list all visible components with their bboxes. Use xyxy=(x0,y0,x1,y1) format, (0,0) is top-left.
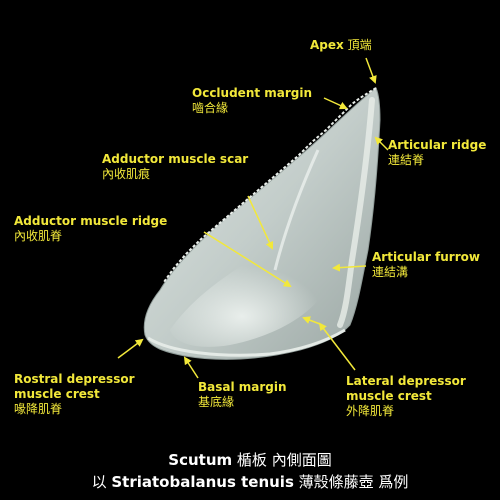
label-adductor-ridge: Adductor muscle ridge 內收肌脊 xyxy=(14,214,167,244)
label-articular-furrow-en: Articular furrow xyxy=(372,250,480,264)
label-articular-furrow-zh: 連結溝 xyxy=(372,265,409,279)
arrow-rostral-crest xyxy=(117,338,144,359)
label-occludent-margin: Occludent margin 嚙合緣 xyxy=(192,86,312,116)
label-rostral-crest: Rostral depressor muscle crest 喙降肌脊 xyxy=(14,372,135,417)
occludent-margin-edge xyxy=(163,87,377,283)
arrow-lateral-crest-1 xyxy=(318,322,356,371)
arrow-lateral-crest-2 xyxy=(302,316,321,325)
arrow-occludent-margin xyxy=(323,97,348,110)
label-lateral-crest-en2: muscle crest xyxy=(346,389,432,403)
label-articular-ridge-zh: 連結脊 xyxy=(388,153,425,167)
articular-ridge-shape xyxy=(337,97,375,328)
label-apex-zh: 頂端 xyxy=(347,38,372,52)
basal-margin-edge xyxy=(147,328,346,357)
arrow-apex xyxy=(365,57,377,84)
caption-line-1: Scutum 楯板 內側面圖 xyxy=(0,450,500,470)
label-rostral-crest-en2: muscle crest xyxy=(14,387,100,401)
label-adductor-ridge-en: Adductor muscle ridge xyxy=(14,214,168,228)
caption-species: Striatobalanus tenuis xyxy=(111,473,294,491)
label-lateral-crest-en1: Lateral depressor xyxy=(346,374,466,388)
label-apex: Apex 頂端 xyxy=(310,38,372,53)
arrow-basal-margin xyxy=(183,356,199,379)
pointer-arrows xyxy=(117,57,389,379)
shell-highlight xyxy=(170,245,330,347)
caption-line2-suffix: 薄殼條藤壺 爲例 xyxy=(293,473,409,491)
arrow-articular-ridge xyxy=(374,136,389,151)
label-basal-margin: Basal margin 基底緣 xyxy=(198,380,287,410)
label-occludent-margin-zh: 嚙合緣 xyxy=(192,101,229,115)
label-occludent-margin-en: Occludent margin xyxy=(192,86,313,100)
caption-line2-prefix: 以 xyxy=(91,473,112,491)
label-apex-en: Apex xyxy=(310,38,344,52)
caption-line1-rest: 楯板 內側面圖 xyxy=(232,451,332,469)
label-basal-margin-zh: 基底緣 xyxy=(198,395,235,409)
scutum-shell xyxy=(143,87,381,360)
arrow-adductor-ridge xyxy=(203,231,292,288)
label-adductor-ridge-zh: 內收肌脊 xyxy=(14,229,63,243)
label-articular-furrow: Articular furrow 連結溝 xyxy=(372,250,480,280)
label-adductor-scar-zh: 內收肌痕 xyxy=(102,167,151,181)
label-articular-ridge-en: Articular ridge xyxy=(388,138,487,152)
label-adductor-scar: Adductor muscle scar 內收肌痕 xyxy=(102,152,248,182)
adductor-ridge-shape xyxy=(273,149,320,271)
label-adductor-scar-en: Adductor muscle scar xyxy=(102,152,249,166)
label-rostral-crest-zh: 喙降肌脊 xyxy=(14,402,63,416)
caption-line-2: 以 Striatobalanus tenuis 薄殼條藤壺 爲例 xyxy=(0,472,500,492)
label-basal-margin-en: Basal margin xyxy=(198,380,287,394)
label-rostral-crest-en1: Rostral depressor xyxy=(14,372,135,386)
label-lateral-crest: Lateral depressor muscle crest 外降肌脊 xyxy=(346,374,466,419)
arrow-adductor-scar xyxy=(247,195,274,250)
arrow-articular-furrow xyxy=(332,263,367,272)
caption-scutum: Scutum xyxy=(168,451,233,469)
label-lateral-crest-zh: 外降肌脊 xyxy=(346,404,395,418)
label-articular-ridge: Articular ridge 連結脊 xyxy=(388,138,486,168)
